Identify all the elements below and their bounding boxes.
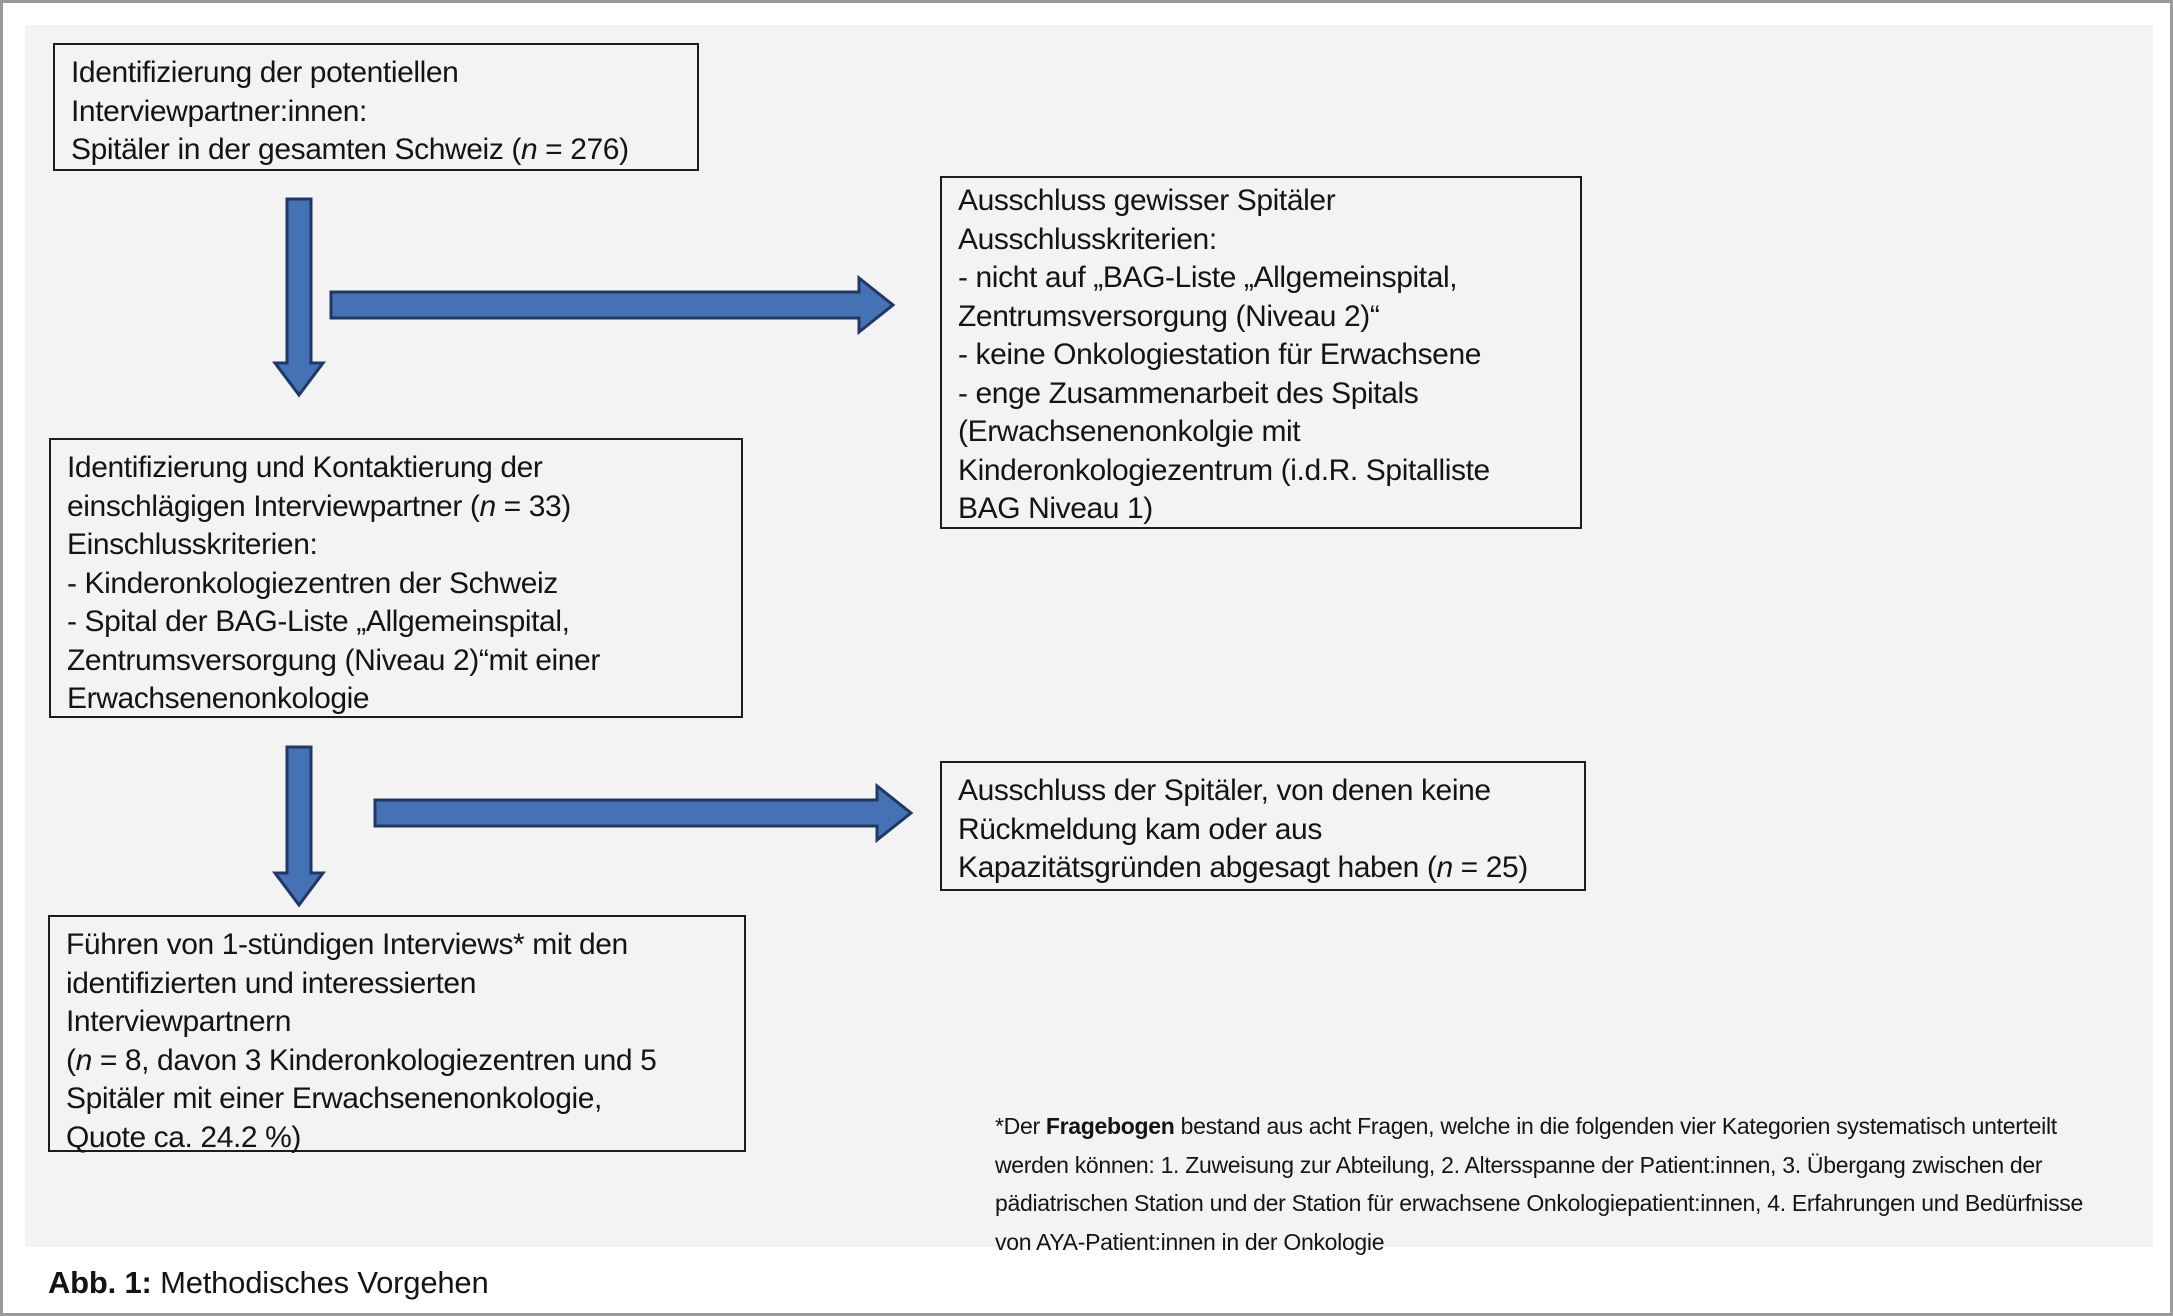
text-line: *Der Fragebogen bestand aus acht Fragen,…: [995, 1113, 2057, 1139]
text-line: Kinderonkologiezentrum (i.d.R. Spitallis…: [958, 453, 1490, 487]
text-line: Interviewpartner:innen:: [71, 94, 367, 128]
flow-node-contacting: Identifizierung und Kontaktierung der ein…: [49, 438, 743, 718]
text-line: Zentrumsversorgung (Niveau 2)“: [958, 299, 1380, 333]
text-line: BAG Niveau 1): [958, 492, 1153, 525]
text-line: Spitäler in der gesamten Schweiz (n = 27…: [71, 133, 629, 166]
text-line: Spitäler mit einer Erwachsenenonkologie,: [66, 1082, 602, 1115]
text-line: von AYA-Patient:innen in der Onkologie: [995, 1228, 1385, 1255]
text-line: Erwachsenenonkologie: [67, 682, 370, 715]
text-line: Ausschluss der Spitäler, von denen keine: [958, 774, 1491, 807]
text-line: - Spital der BAG-Liste „Allgemeinspital,: [67, 605, 570, 638]
flow-node-interviews: Führen von 1-stündigen Interviews* mit d…: [48, 915, 746, 1154]
text-line: Identifizierung und Kontaktierung der: [67, 451, 543, 484]
text-line: einschlägigen Interviewpartner (n = 33): [67, 489, 571, 523]
text-line: Identifizierung der potentiellen: [71, 56, 459, 89]
text-line: Zentrumsversorgung (Niveau 2)“mit einer: [67, 643, 600, 677]
text-line: - Kinderonkologiezentren der Schweiz: [67, 566, 558, 600]
text-line: identifizierten und interessierten: [66, 966, 476, 1000]
text-line: Kapazitätsgründen abgesagt haben (n = 25…: [958, 851, 1528, 884]
text-line: Abb. 1: Methodisches Vorgehen: [48, 1265, 489, 1300]
text-line: Interviewpartnern: [66, 1005, 291, 1038]
text-line: pädiatrischen Station und der Station fü…: [995, 1190, 2083, 1216]
text-line: Quote ca. 24.2 %): [66, 1120, 302, 1154]
text-line: Einschlusskriterien:: [67, 528, 318, 561]
text-line: - keine Onkologiestation für Erwachsene: [958, 338, 1482, 371]
figure-caption: Abb. 1: Methodisches Vorgehen: [48, 1263, 489, 1303]
text-line: (Erwachsenenonkolgie mit: [958, 415, 1301, 448]
text-line: Ausschluss gewisser Spitäler: [958, 184, 1336, 217]
questionnaire-footnote: *Der Fragebogen bestand aus acht Fragen,…: [995, 1107, 2155, 1261]
text-line: Rückmeldung kam oder aus: [958, 812, 1322, 846]
text-line: werden können: 1. Zuweisung zur Abteilun…: [995, 1151, 2043, 1178]
text-line: Ausschlusskriterien:: [958, 222, 1217, 256]
text-line: - nicht auf „BAG-Liste „Allgemeinspital,: [958, 261, 1458, 294]
text-line: Führen von 1-stündigen Interviews* mit d…: [66, 928, 628, 961]
flow-node-exclusion-no-response: Ausschluss der Spitäler, von denen keine…: [940, 761, 1586, 891]
text-line: - enge Zusammenarbeit des Spitals: [958, 376, 1419, 410]
text-line: (n = 8, davon 3 Kinderonkologiezentren u…: [66, 1043, 657, 1077]
